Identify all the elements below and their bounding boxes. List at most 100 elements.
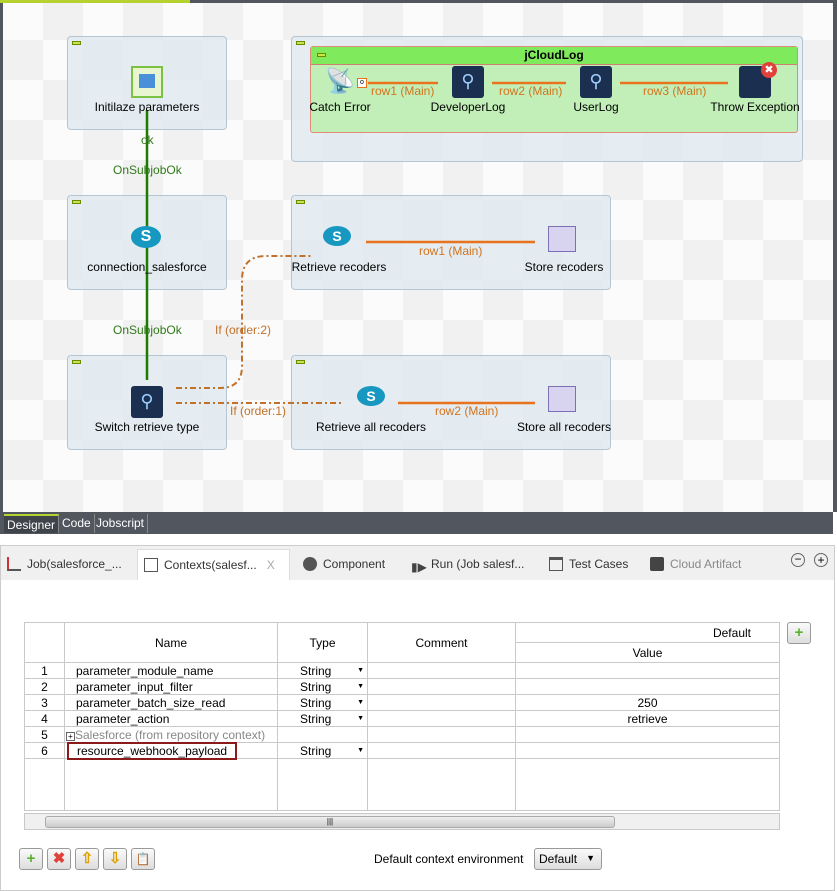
log-icon: ⚲ [452,66,484,98]
hash-output-icon [548,386,576,412]
collapse-toggle[interactable] [317,53,326,57]
scrollbar-thumb[interactable]: ||| [45,816,615,828]
collapse-toggle[interactable] [296,200,305,204]
context-name: resource_webhook_payload [67,741,238,760]
default-env-select[interactable]: Default▼ [534,848,602,870]
move-down-button[interactable]: ⇩ [103,848,127,870]
joblet-header: jCloudLog [311,47,797,65]
row-number: 1 [24,662,65,679]
chevron-down-icon: ▼ [357,667,364,674]
collapse-toggle[interactable] [296,360,305,364]
collapse-toggle[interactable] [72,41,81,45]
column-header-name[interactable]: Name [64,622,278,663]
type-cell[interactable]: String▼ [277,662,368,679]
remove-button[interactable]: ✖ [47,848,71,870]
row-number: 6 [24,742,65,759]
repository-context-group[interactable]: +Salesforce (from repository context) [64,726,278,743]
horizontal-scrollbar[interactable]: ||| [24,813,780,830]
add-column-button[interactable]: + [787,622,811,644]
column-header-value[interactable]: Value [515,642,780,663]
context-name-cell[interactable]: parameter_module_name [64,662,278,679]
type-cell[interactable]: String▼ [277,694,368,711]
comment-cell[interactable] [367,726,516,743]
chevron-down-icon: ▼ [357,699,364,706]
tab-jobscript[interactable]: Jobscript [93,514,149,533]
connections-layer [145,81,728,405]
context-name-cell[interactable]: parameter_batch_size_read [64,694,278,711]
comment-cell[interactable] [367,694,516,711]
tab-code[interactable]: Code [59,514,95,533]
tab-run[interactable]: ▮▶Run (Job salesf... [411,557,525,574]
tab-designer[interactable]: Designer [4,514,60,533]
add-button[interactable]: + [19,848,43,870]
clipboard-check-icon [144,558,158,572]
tab-component[interactable]: Component [303,549,385,580]
move-up-button[interactable]: ⇧ [75,848,99,870]
value-cell[interactable]: 250 [515,694,780,711]
salesforce-input-icon: S [357,386,385,406]
comment-cell[interactable] [367,742,516,759]
expand-icon[interactable]: + [66,731,75,741]
type-cell[interactable]: String▼ [277,742,368,759]
chevron-down-icon: ▼ [357,683,364,690]
manage-contexts-button[interactable]: 📋 [131,848,155,870]
tab-job[interactable]: Job(salesforce_... [7,549,122,580]
salesforce-input-icon: S [323,226,351,246]
context-name: parameter_batch_size_read [76,695,226,710]
value-cell[interactable] [515,662,780,679]
table-row[interactable]: 5+Salesforce (from repository context) [24,726,780,743]
type-cell[interactable]: String▼ [277,710,368,727]
comment-cell[interactable] [367,678,516,695]
row-number: 5 [24,726,65,743]
comment-cell[interactable] [367,662,516,679]
row-number: 4 [24,710,65,727]
joblet-cloudlog[interactable]: jCloudLog [310,46,798,133]
default-env-label: Default context environment [374,852,524,866]
value-cell[interactable] [515,678,780,695]
value-cell[interactable] [515,742,780,759]
link-label-onsubjobok: OnSubjobOk [113,163,182,177]
type-cell[interactable]: String▼ [277,678,368,695]
tab-contexts[interactable]: Contexts(salesf...X [137,549,290,580]
context-name-cell[interactable]: parameter_action [64,710,278,727]
link-label-row2: row2 (Main) [435,404,499,418]
maximize-icon[interactable]: + [814,553,828,567]
comment-cell[interactable] [367,710,516,727]
value-cell[interactable] [515,726,780,743]
value-cell[interactable]: retrieve [515,710,780,727]
collapse-toggle[interactable] [72,200,81,204]
palette-icon [303,557,317,571]
link-label-row1: row1 (Main) [419,244,483,258]
link-label-row3: row3 (Main) [643,84,707,98]
column-header-type[interactable]: Type [277,622,368,663]
output-connector[interactable]: o [357,78,367,88]
exception-icon: ✖ [739,62,777,98]
link-label-row2: row2 (Main) [499,84,563,98]
link-label-onsubjobok: OnSubjobOk [113,323,182,337]
tab-cloud-artifact[interactable]: Cloud Artifact [650,549,741,580]
java-row-icon [131,66,163,98]
column-header-default[interactable]: Default [515,622,780,643]
log-icon: ⚲ [580,66,612,98]
hash-output-icon [548,226,576,252]
chevron-down-icon: ▼ [357,715,364,722]
minimize-icon[interactable]: − [791,553,805,567]
context-name-cell[interactable]: resource_webhook_payload [64,741,278,760]
collapse-toggle[interactable] [72,360,81,364]
link-label-if-order2: If (order:2) [215,323,272,337]
type-cell[interactable] [277,726,368,743]
panel-tabs: Job(salesforce_... Contexts(salesf...X C… [1,546,834,580]
collapse-toggle[interactable] [296,41,305,45]
run-icon: ▮▶ [411,560,427,574]
context-name-cell[interactable]: parameter_input_filter [64,678,278,695]
tab-test-cases[interactable]: Test Cases [549,549,628,580]
close-tab-icon[interactable]: X [266,558,275,572]
column-header-comment[interactable]: Comment [367,622,516,663]
chevron-down-icon: ▼ [586,853,595,863]
